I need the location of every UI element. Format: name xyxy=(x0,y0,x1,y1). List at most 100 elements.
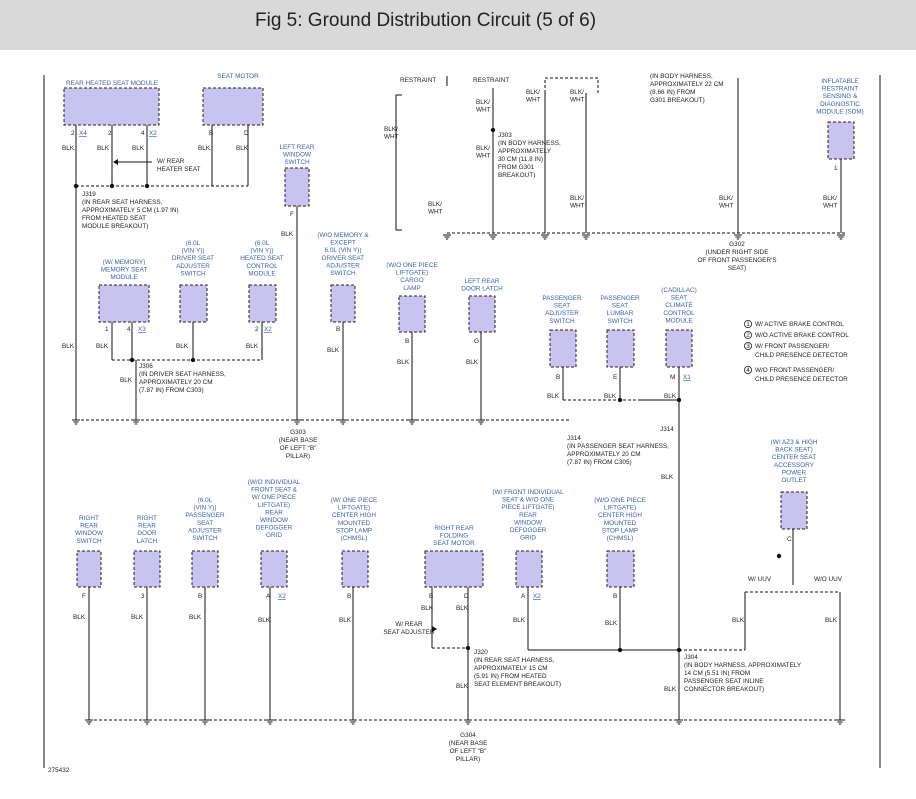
label: X2 xyxy=(278,593,286,600)
label-line: (IN REAR SEAT HARNESS, xyxy=(82,199,163,206)
label-line: PILLAR) xyxy=(456,756,480,763)
component-label: RIGHT xyxy=(137,515,157,522)
component-label: SEAT MOTOR xyxy=(217,73,259,80)
wire-color-label: BLK xyxy=(258,617,271,624)
label: 2 xyxy=(255,326,259,333)
wire-color-label: WHT xyxy=(384,134,399,141)
label: X1 xyxy=(683,374,691,381)
label-line: APPROXIMATELY 20 CM xyxy=(139,379,213,386)
component-label: (VIN Y)) xyxy=(182,248,205,255)
wire-color-label: BLK xyxy=(513,617,526,624)
label-line: (5.91 IN) FROM HEATED xyxy=(474,673,547,680)
label: W/O ACTIVE BRAKE CONTROL xyxy=(755,332,849,339)
component-label: LIFTGATE) xyxy=(258,502,290,509)
component-label: REAR xyxy=(80,523,98,530)
wire-color-label: WHT xyxy=(428,209,443,216)
arrow-icon xyxy=(432,626,437,632)
component-memory-seat-module xyxy=(98,284,150,323)
label-line: J306 xyxy=(139,363,153,370)
label-line: APPROXIMATELY xyxy=(498,148,552,155)
label: G xyxy=(474,338,479,345)
component-label: SEAT xyxy=(197,520,213,527)
component-label: RIGHT REAR xyxy=(434,525,474,532)
legend-marker xyxy=(744,341,753,350)
legend-number: 1 xyxy=(746,321,750,328)
label-line: G304 xyxy=(460,732,476,739)
splice-dot xyxy=(129,357,135,363)
label-line: APPROXIMATELY 15 CM xyxy=(474,665,548,672)
wire-color-label: WHT xyxy=(526,97,541,104)
wire xyxy=(544,77,599,93)
label-line: (IN BODY HARNESS, xyxy=(650,73,713,80)
label-line: MODULE BREAKOUT) xyxy=(82,223,148,230)
wire-color-label: BLK xyxy=(339,617,352,624)
label: RESTRAINT xyxy=(400,77,436,84)
component-label: REAR xyxy=(265,509,283,516)
component-label: RESTRAINT xyxy=(822,86,858,93)
wire-color-label: BLK xyxy=(73,614,86,621)
component-label: LEFT REAR xyxy=(464,278,499,285)
component-label: SWITCH xyxy=(607,318,633,325)
label-line: (IN DRIVER SEAT HARNESS, xyxy=(139,371,226,378)
component-label: SWITCH xyxy=(192,535,218,542)
component-label: DRIVER SEAT xyxy=(322,255,364,262)
label-line: BREAKOUT) xyxy=(498,172,535,179)
label-line: APPROXIMATELY 20 CM xyxy=(567,451,641,458)
wire-color-label: BLK xyxy=(825,617,838,624)
splice-dot xyxy=(465,645,471,651)
label: 2 xyxy=(108,130,112,137)
label: X2 xyxy=(149,130,157,137)
component-label: MOUNTED xyxy=(604,520,637,527)
component-label: EXCEPT xyxy=(330,240,356,247)
label-line: APPROXIMATELY 22 CM xyxy=(650,81,724,88)
component-label: DEFOGGER xyxy=(256,525,293,532)
component-heated-seat-control-module xyxy=(248,284,277,323)
wire-color-label: BLK xyxy=(62,343,75,350)
component-label: OUTLET xyxy=(781,477,806,484)
wire-color-label: WHT xyxy=(823,203,838,210)
component-label: WINDOW xyxy=(514,519,543,526)
component-label: (W/O ONE PIECE xyxy=(386,262,437,269)
wire-color-label: WHT xyxy=(476,153,491,160)
component-label: (6.0L xyxy=(198,497,213,504)
component-right-rear-folding-seat-motor xyxy=(424,550,484,588)
label-line: (IN BODY HARNESS, xyxy=(498,140,561,147)
component-label: (6.0L xyxy=(186,240,201,247)
label: B xyxy=(556,374,560,381)
component-label: MOUNTED xyxy=(338,520,371,527)
component-label: SWITCH xyxy=(76,538,102,545)
splice-dot xyxy=(676,647,682,653)
label-line: CHILD PRESENCE DETECTOR xyxy=(755,352,848,359)
label: B xyxy=(198,593,202,600)
wire-color-label: BLK xyxy=(456,605,469,612)
title-bar: Fig 5: Ground Distribution Circuit (5 of… xyxy=(0,0,916,50)
wire-color-label: WHT xyxy=(570,97,585,104)
component-label: SEAT xyxy=(671,295,687,302)
label-line: (UNDER RIGHT SIDE xyxy=(705,249,768,256)
label-line: APPROXIMATELY 5 CM (1.97 IN) xyxy=(82,207,179,214)
label-line: HEATER SEAT xyxy=(157,166,201,173)
label: X4 xyxy=(79,130,87,137)
component-label: BACK SEAT) xyxy=(775,447,813,454)
component-label: W/ ONE PIECE xyxy=(252,494,296,501)
component-label: CONTROL xyxy=(246,263,278,270)
component-label: CENTER SEAT xyxy=(772,454,816,461)
wire-color-label: BLK xyxy=(732,617,745,624)
component-label: STOP LAMP xyxy=(602,527,638,534)
label-line: (NEAR BASE xyxy=(279,437,318,444)
legend-marker xyxy=(744,319,753,328)
label: W/ UUV xyxy=(748,576,772,583)
splice-dot xyxy=(109,183,115,189)
label: B xyxy=(336,326,340,333)
component-label: SEAT xyxy=(612,303,628,310)
splice-dot xyxy=(676,397,682,403)
label: W/O UUV xyxy=(814,576,843,583)
wire-color-label: WHT xyxy=(476,107,491,114)
label: B xyxy=(613,593,617,600)
component-label: GRID xyxy=(266,532,282,539)
wire-color-label: BLK/ xyxy=(570,89,584,96)
wire-color-label: BLK xyxy=(131,614,144,621)
component-label: (W/O INDIVIDUAL xyxy=(248,479,301,486)
label-line: (NEAR BASE xyxy=(449,740,488,747)
splice-dot xyxy=(617,647,623,653)
